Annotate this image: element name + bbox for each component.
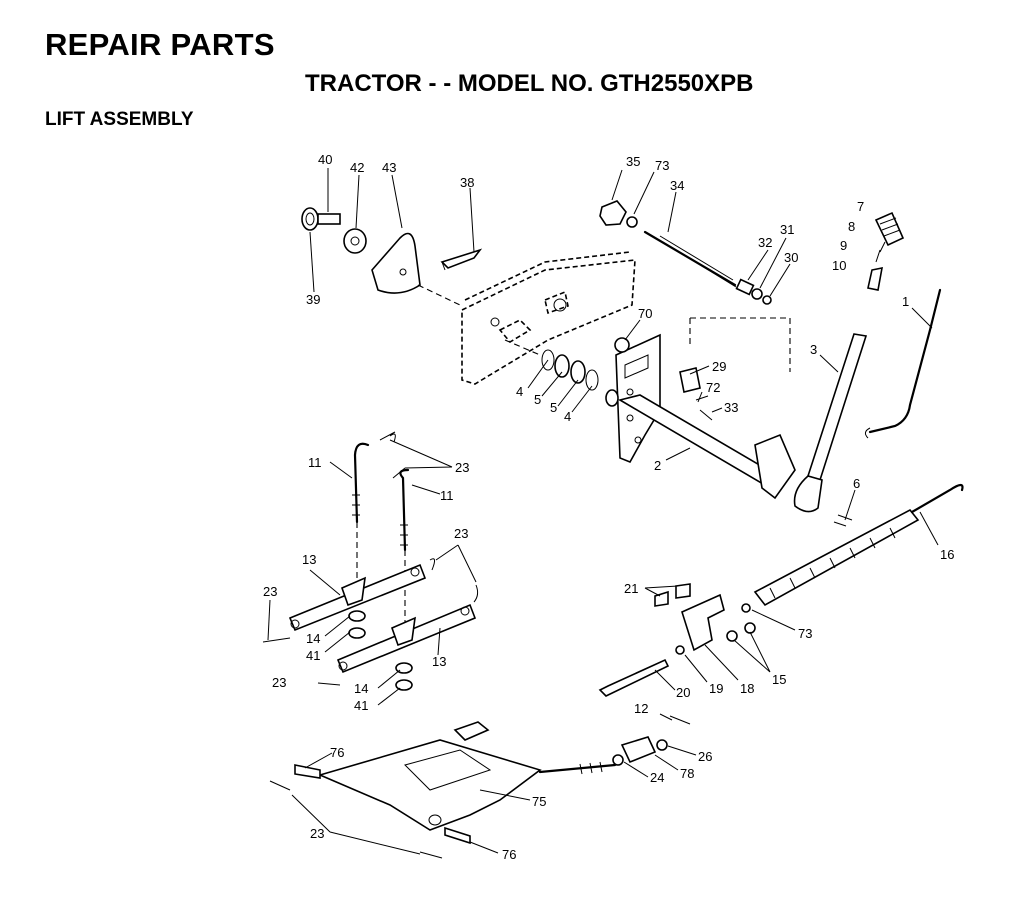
callout-21: 21 <box>624 581 638 596</box>
callout-29: 29 <box>712 359 726 374</box>
callout-13-bottom: 13 <box>432 654 446 669</box>
callout-12: 12 <box>634 701 648 716</box>
callout-39: 39 <box>306 292 320 307</box>
section-heading: LIFT ASSEMBLY <box>45 109 194 130</box>
callout-15: 15 <box>772 672 786 687</box>
callout-72: 72 <box>706 380 720 395</box>
callout-4-left: 4 <box>516 384 523 399</box>
leader-lines <box>267 168 939 855</box>
callout-18: 18 <box>740 681 754 696</box>
callout-41-bottom: 41 <box>354 698 368 713</box>
callout-75: 75 <box>532 794 546 809</box>
callout-2: 2 <box>654 458 661 473</box>
tractor-frame <box>461 251 636 385</box>
callout-34: 34 <box>670 178 684 193</box>
hairpin-clips <box>262 431 691 859</box>
callout-73-top: 73 <box>655 158 669 173</box>
callout-4-right: 4 <box>564 409 571 424</box>
callout-1: 1 <box>902 294 909 309</box>
lift-links <box>352 442 410 640</box>
page-title: REPAIR PARTS <box>45 27 275 62</box>
callout-35: 35 <box>626 154 640 169</box>
callout-20: 20 <box>676 685 690 700</box>
callout-26: 26 <box>698 749 712 764</box>
callout-labels: 40 42 43 38 39 35 73 34 7 8 9 10 32 31 3… <box>263 152 954 862</box>
knob-assembly <box>301 207 483 306</box>
callout-8: 8 <box>848 219 855 234</box>
callout-5-right: 5 <box>550 400 557 415</box>
callout-43: 43 <box>382 160 396 175</box>
callout-41-top: 41 <box>306 648 320 663</box>
callout-30: 30 <box>784 250 798 265</box>
lift-shaft <box>605 333 796 500</box>
callout-11-left: 11 <box>308 455 322 470</box>
callout-76-top: 76 <box>330 745 344 760</box>
callout-40: 40 <box>318 152 332 167</box>
lift-arms <box>288 563 477 691</box>
callout-10: 10 <box>832 258 846 273</box>
callout-24: 24 <box>650 770 664 785</box>
callout-70: 70 <box>638 306 652 321</box>
callout-19: 19 <box>709 681 723 696</box>
lift-plate <box>294 721 668 845</box>
callout-32: 32 <box>758 235 772 250</box>
callout-33: 33 <box>724 400 738 415</box>
lift-spring <box>598 483 964 697</box>
callout-38: 38 <box>460 175 474 190</box>
callout-3: 3 <box>810 342 817 357</box>
callout-11-right: 11 <box>440 488 454 503</box>
model-subtitle: TRACTOR - - MODEL NO. GTH2550XPB <box>305 70 754 97</box>
callout-14-top: 14 <box>306 631 320 646</box>
lift-lever <box>793 211 942 527</box>
callout-14-bottom: 14 <box>354 681 368 696</box>
height-adjust-rod <box>599 200 791 372</box>
callout-9: 9 <box>840 238 847 253</box>
callout-6: 6 <box>853 476 860 491</box>
callout-16: 16 <box>940 547 954 562</box>
callout-23-left: 23 <box>263 584 277 599</box>
callout-23-lower: 23 <box>272 675 286 690</box>
callout-73-bottom: 73 <box>798 626 812 641</box>
callout-78: 78 <box>680 766 694 781</box>
callout-23-mid: 23 <box>454 526 468 541</box>
callout-5-left: 5 <box>534 392 541 407</box>
callout-76-bottom: 76 <box>502 847 516 862</box>
callout-23-top: 23 <box>455 460 469 475</box>
shaft-washers <box>541 349 713 421</box>
callout-7: 7 <box>857 199 864 214</box>
callout-31: 31 <box>780 222 794 237</box>
callout-13-top: 13 <box>302 552 316 567</box>
callout-23-bottom: 23 <box>310 826 324 841</box>
callout-42: 42 <box>350 160 364 175</box>
